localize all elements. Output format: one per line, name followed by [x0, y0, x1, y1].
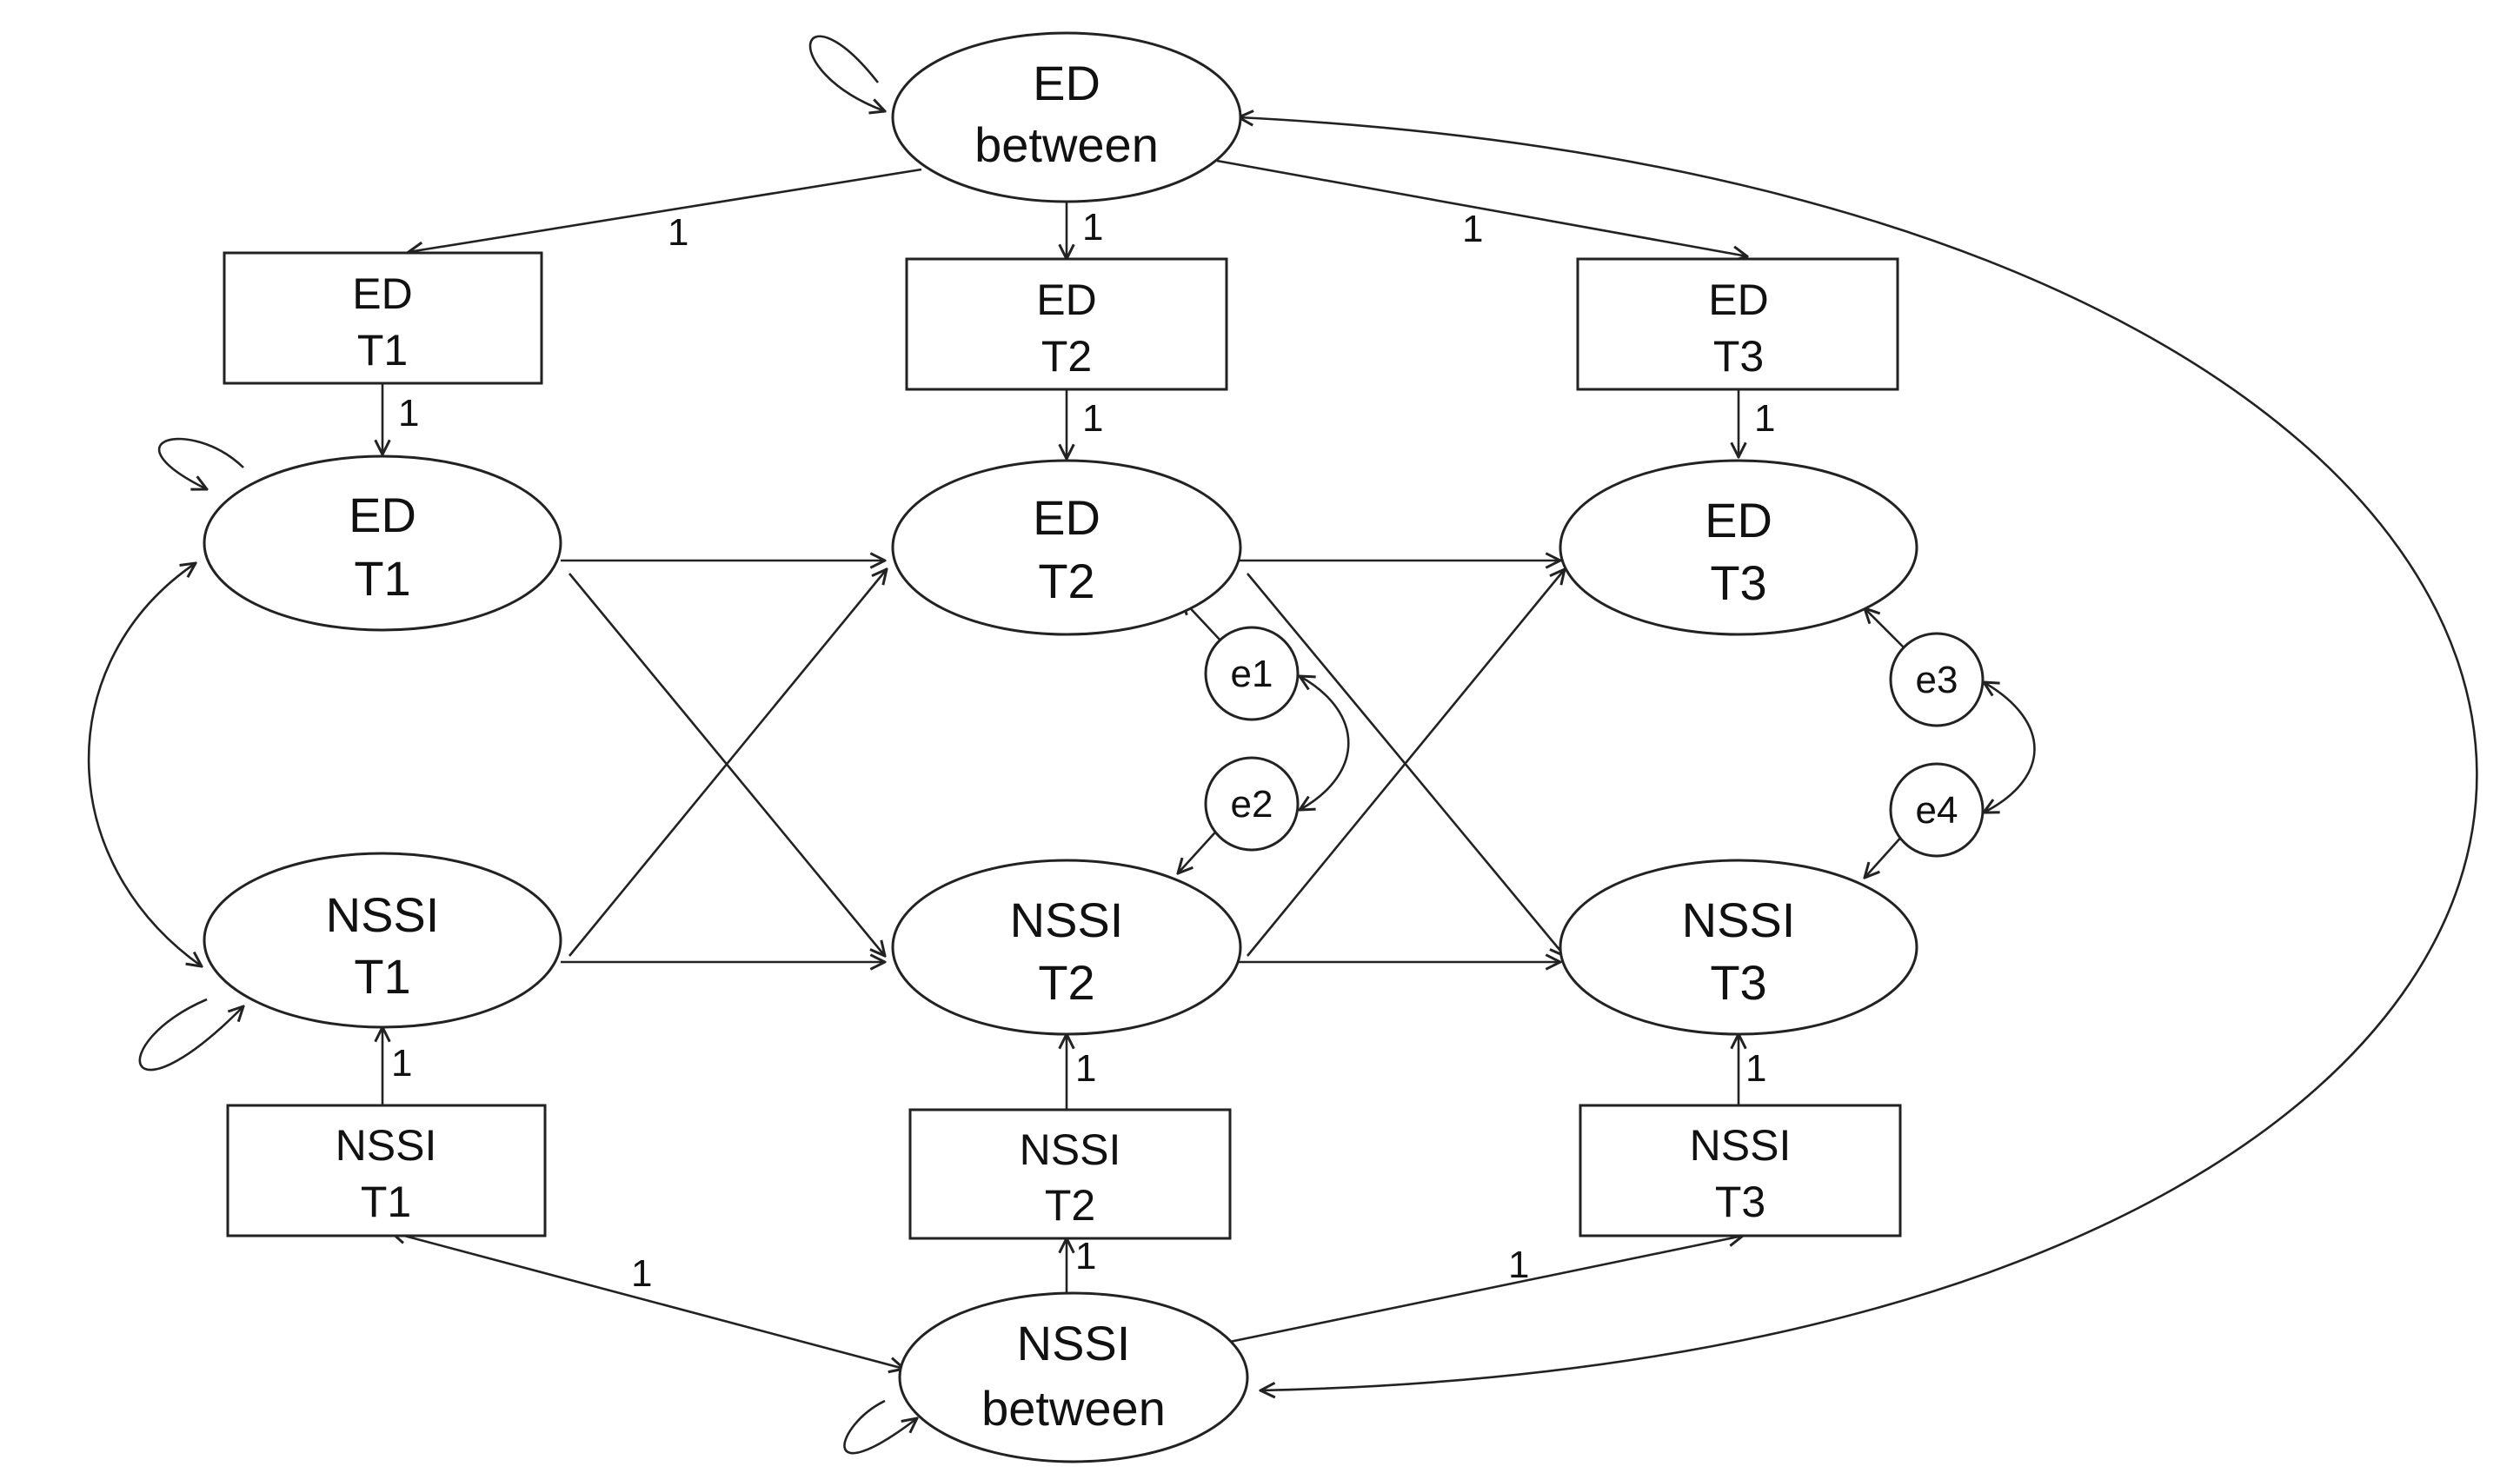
residual-e1: e1	[1204, 626, 1300, 721]
edge-e4-nssilat-t3	[1865, 833, 1905, 878]
svg-text:T1: T1	[354, 949, 410, 1004]
box-ed-t1: ED T1	[223, 251, 543, 385]
variance-loop-nssi-between	[843, 1399, 917, 1455]
edges	[87, 35, 2478, 1455]
edge-edlat-t2-nssilat-t3	[1246, 573, 1565, 956]
weight-label: 1	[1462, 208, 1483, 250]
node-nssi-t3: NSSI T3	[1559, 859, 1918, 1036]
edge-e2-nssilat-t2	[1178, 825, 1222, 873]
box-ed-t3: ED T3	[1576, 257, 1899, 391]
svg-text:T2: T2	[1045, 1181, 1095, 1230]
svg-text:T3: T3	[1710, 955, 1766, 1010]
edge-nssilat-t1-edlat-t2	[568, 569, 887, 957]
svg-text:T3: T3	[1713, 332, 1764, 381]
svg-text:NSSI: NSSI	[1690, 1121, 1792, 1170]
edge-nssibetween-nssiobs-t1	[391, 1232, 904, 1369]
node-ed-t1: ED T1	[203, 455, 562, 632]
node-nssi-t1: NSSI T1	[203, 852, 562, 1029]
svg-text:between: between	[981, 1381, 1166, 1436]
path-weights: 1 1 1 1 1 1 1 1 1 1 1 1	[391, 206, 1775, 1295]
covariance-edbetween-nssibetween	[1239, 117, 2478, 1390]
edge-nssibetween-nssiobs-t3	[1225, 1236, 1743, 1344]
svg-text:between: between	[974, 117, 1159, 172]
covariance-edlat-t1-nssilat-t1	[87, 563, 202, 966]
edge-edbetween-edobs-t3	[1216, 159, 1747, 256]
covariance-e3-e4	[1984, 682, 2036, 813]
svg-text:T3: T3	[1715, 1178, 1765, 1226]
variance-loop-nssi-t1	[138, 998, 243, 1072]
node-nssi-between: NSSI between	[898, 1291, 1249, 1463]
box-nssi-t1: NSSI T1	[226, 1104, 547, 1237]
box-nssi-t2: NSSI T2	[908, 1108, 1232, 1240]
node-ed-t3: ED T3	[1559, 459, 1918, 636]
variance-loop-ed-t1	[157, 437, 244, 489]
weight-label: 1	[398, 392, 419, 435]
svg-text:T1: T1	[354, 551, 410, 606]
svg-text:ED: ED	[352, 269, 412, 318]
svg-text:T1: T1	[361, 1178, 411, 1226]
variance-loop-ed-between	[808, 35, 885, 111]
residual-e3: e3	[1889, 632, 1985, 727]
edge-e3-edlat-t3	[1865, 608, 1905, 648]
weight-label: 1	[1082, 397, 1103, 440]
svg-text:T2: T2	[1041, 332, 1092, 381]
svg-text:NSSI: NSSI	[336, 1121, 437, 1170]
weight-label: 1	[1754, 397, 1775, 440]
svg-text:NSSI: NSSI	[1010, 892, 1124, 947]
weight-label: 1	[1745, 1047, 1766, 1090]
svg-text:NSSI: NSSI	[326, 887, 440, 942]
weight-label: 1	[1508, 1244, 1529, 1286]
edge-nssilat-t2-edlat-t3	[1246, 569, 1565, 957]
svg-text:ED: ED	[349, 488, 416, 542]
covariance-e1-e2	[1300, 676, 1350, 810]
svg-text:e1: e1	[1231, 653, 1273, 695]
node-nssi-t2: NSSI T2	[891, 859, 1242, 1036]
edge-edbetween-edobs-t1	[409, 168, 922, 252]
weight-label: 1	[1075, 1047, 1096, 1090]
node-ed-between: ED between	[891, 31, 1242, 203]
svg-text:T2: T2	[1038, 554, 1094, 608]
svg-text:NSSI: NSSI	[1017, 1316, 1131, 1370]
svg-text:ED: ED	[1033, 56, 1100, 110]
svg-text:ED: ED	[1705, 493, 1772, 547]
box-nssi-t3: NSSI T3	[1579, 1104, 1902, 1237]
svg-text:T1: T1	[357, 326, 408, 375]
svg-text:T3: T3	[1710, 555, 1766, 610]
svg-text:ED: ED	[1036, 275, 1096, 324]
svg-text:e4: e4	[1916, 789, 1958, 832]
svg-text:T2: T2	[1038, 955, 1094, 1010]
svg-text:ED: ED	[1033, 490, 1100, 545]
box-ed-t2: ED T2	[905, 257, 1228, 391]
svg-text:NSSI: NSSI	[1682, 892, 1796, 947]
weight-label: 1	[1082, 206, 1103, 249]
svg-text:e2: e2	[1231, 783, 1273, 826]
node-ed-t2: ED T2	[891, 459, 1242, 636]
residual-e2: e2	[1204, 756, 1300, 852]
weight-label: 1	[668, 211, 688, 254]
svg-text:ED: ED	[1708, 275, 1768, 324]
residual-e4: e4	[1889, 762, 1985, 858]
weight-label: 1	[1075, 1235, 1096, 1277]
svg-text:NSSI: NSSI	[1020, 1125, 1121, 1174]
weight-label: 1	[391, 1042, 412, 1085]
svg-text:e3: e3	[1916, 659, 1958, 701]
weight-label: 1	[631, 1252, 652, 1295]
